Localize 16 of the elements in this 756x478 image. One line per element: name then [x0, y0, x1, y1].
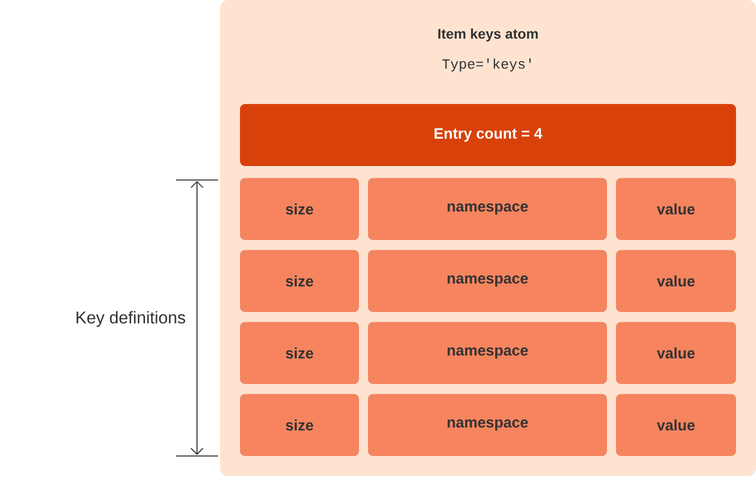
field-cell: namespace: [368, 322, 607, 384]
field-cell: namespace: [368, 250, 607, 312]
field-cell: size: [240, 250, 359, 312]
field-cell: size: [240, 394, 359, 456]
type-label: Type='keys': [442, 58, 531, 72]
field-cell: value: [616, 250, 736, 312]
field-cell: size: [240, 178, 359, 240]
field-cell: value: [616, 322, 736, 384]
dimension-label: Key definitions: [76, 311, 186, 327]
field-cell: value: [616, 394, 736, 456]
field-cell: namespace: [368, 178, 607, 240]
field-cell: value: [616, 178, 736, 240]
field-cell: namespace: [368, 394, 607, 456]
count-bar: Entry count = 4: [240, 104, 736, 166]
box-title: Item keys atom: [438, 28, 538, 42]
field-cell: size: [240, 322, 359, 384]
